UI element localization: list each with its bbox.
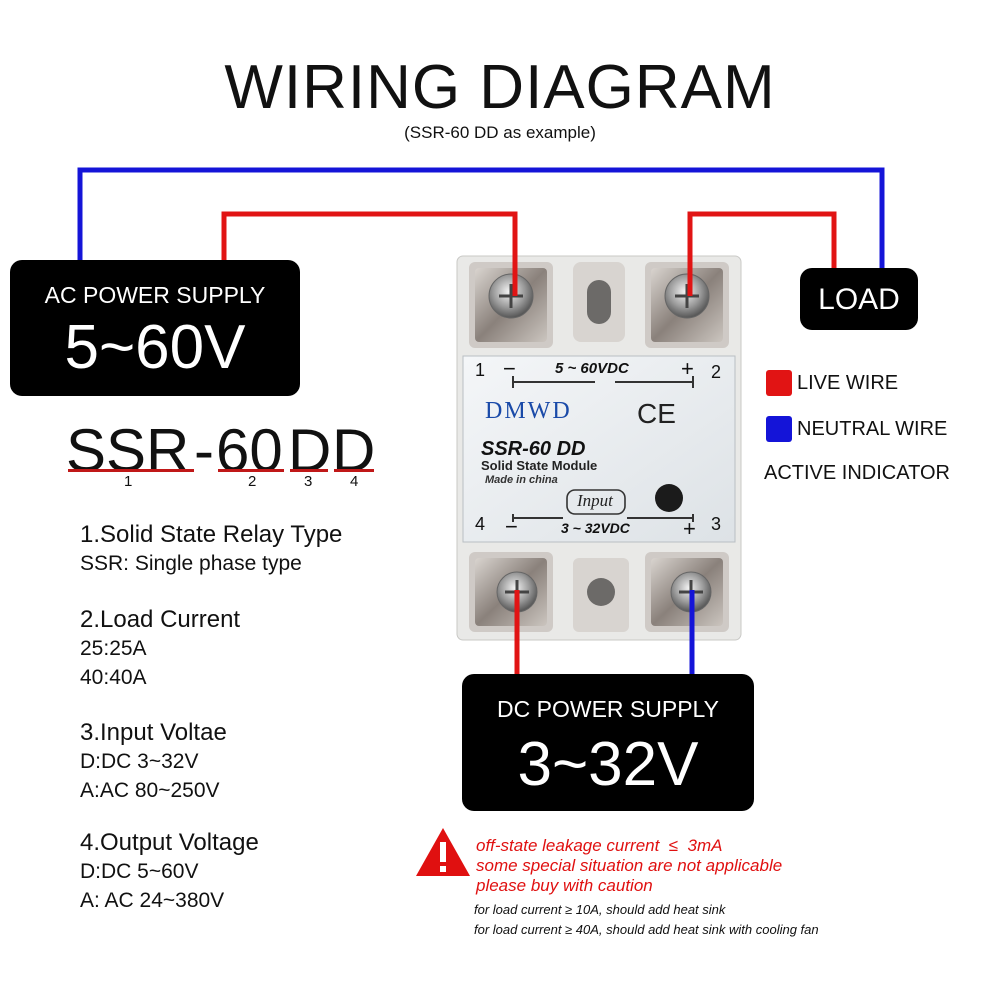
relay-terminal-2: 2 [711, 362, 722, 382]
spec-3-line-1: D:DC 3~32V [80, 750, 199, 773]
model-number-4: 4 [350, 473, 359, 490]
relay-model: SSR-60 DD [481, 438, 586, 460]
spec-2-heading: 2.Load Current [80, 606, 241, 633]
warning-triangle-icon [416, 828, 470, 876]
model-code: SSR - 60 D D [66, 416, 386, 486]
relay-input-label: Input [577, 491, 613, 510]
dc-power-supply-voltage: 3~32V [517, 730, 699, 799]
relay-plus-bottom: + [683, 516, 696, 541]
model-number-2: 2 [248, 473, 257, 490]
model-part-current: 60 [216, 417, 283, 484]
relay-input-rating: 3 ~ 32VDC [561, 520, 630, 536]
spec-3-line-2: A:AC 80~250V [80, 779, 220, 802]
spec-2-line-1: 25:25A [80, 637, 147, 660]
warning-line-1: off-state leakage current ≤ 3mA [476, 836, 723, 855]
spec-4-line-2: A: AC 24~380V [80, 889, 225, 912]
page-title: WIRING DIAGRAM [224, 53, 776, 122]
ssr-relay: 1 − 5 ~ 60VDC + 2 DMWD CE SSR-60 DD Soli… [455, 252, 745, 642]
model-underline-3 [290, 469, 328, 472]
model-underline-2 [218, 469, 284, 472]
ac-power-supply-voltage: 5~60V [64, 313, 246, 382]
model-number-3: 3 [304, 473, 313, 490]
neutral-wire-label: NEUTRAL WIRE [797, 418, 948, 440]
page-subtitle: (SSR-60 DD as example) [404, 123, 596, 142]
warning-line-2: some special situation are not applicabl… [476, 856, 783, 875]
neutral-wire-swatch [766, 416, 792, 442]
relay-description: Solid State Module [481, 458, 598, 473]
relay-minus-top: − [503, 356, 516, 381]
model-underline-4 [334, 469, 374, 472]
spec-3: 3.Input Voltae D:DC 3~32V A:AC 80~250V [80, 718, 227, 805]
heatsink-note-1: for load current ≥ 10A, should add heat … [474, 902, 726, 917]
relay-output-rating: 5 ~ 60VDC [555, 360, 629, 377]
active-indicator-label: ACTIVE INDICATOR [764, 462, 950, 484]
spec-4-line-1: D:DC 5~60V [80, 860, 199, 883]
spec-1: 1.Solid State Relay Type SSR: Single pha… [80, 520, 342, 578]
spec-4-heading: 4.Output Voltage [80, 829, 259, 856]
relay-made-in: Made in china [485, 474, 558, 486]
relay-terminal-4: 4 [475, 514, 486, 534]
warning-line-3: please buy with caution [476, 876, 653, 895]
relay-terminal-3: 3 [711, 514, 722, 534]
model-number-1: 1 [124, 473, 133, 490]
model-part-input: D [288, 417, 332, 484]
relay-minus-bottom: − [505, 514, 518, 539]
live-wire-swatch [766, 370, 792, 396]
spec-3-heading: 3.Input Voltae [80, 719, 227, 746]
spec-1-heading: 1.Solid State Relay Type [80, 521, 343, 548]
relay-body [456, 255, 742, 641]
model-part-ssr: SSR [66, 417, 190, 484]
active-indicator-led [655, 484, 683, 512]
heatsink-note-2: for load current ≥ 40A, should add heat … [474, 922, 819, 937]
neutral-wire-top [77, 167, 885, 270]
spec-1-line-1: SSR: Single phase type [80, 552, 302, 575]
load-box: LOAD [800, 268, 918, 330]
relay-plus-top: + [681, 356, 694, 381]
spec-2-line-2: 40:40A [80, 666, 147, 689]
ac-power-supply-box: AC POWER SUPPLY 5~60V [10, 260, 300, 396]
relay-brand: DMWD [485, 398, 572, 424]
model-part-output: D [332, 417, 376, 484]
ac-power-supply-label: AC POWER SUPPLY [44, 282, 266, 308]
model-part-dash: - [194, 417, 214, 484]
load-label: LOAD [818, 283, 900, 316]
dc-power-supply-label: DC POWER SUPPLY [497, 696, 719, 722]
model-underline-1 [68, 469, 194, 472]
live-wire-label: LIVE WIRE [797, 372, 899, 394]
relay-terminal-1: 1 [475, 360, 486, 380]
dc-power-supply-box: DC POWER SUPPLY 3~32V [462, 674, 754, 811]
spec-4: 4.Output Voltage D:DC 5~60V A: AC 24~380… [80, 828, 259, 915]
relay-ce-mark: CE [637, 398, 676, 429]
spec-2: 2.Load Current 25:25A 40:40A [80, 605, 240, 692]
